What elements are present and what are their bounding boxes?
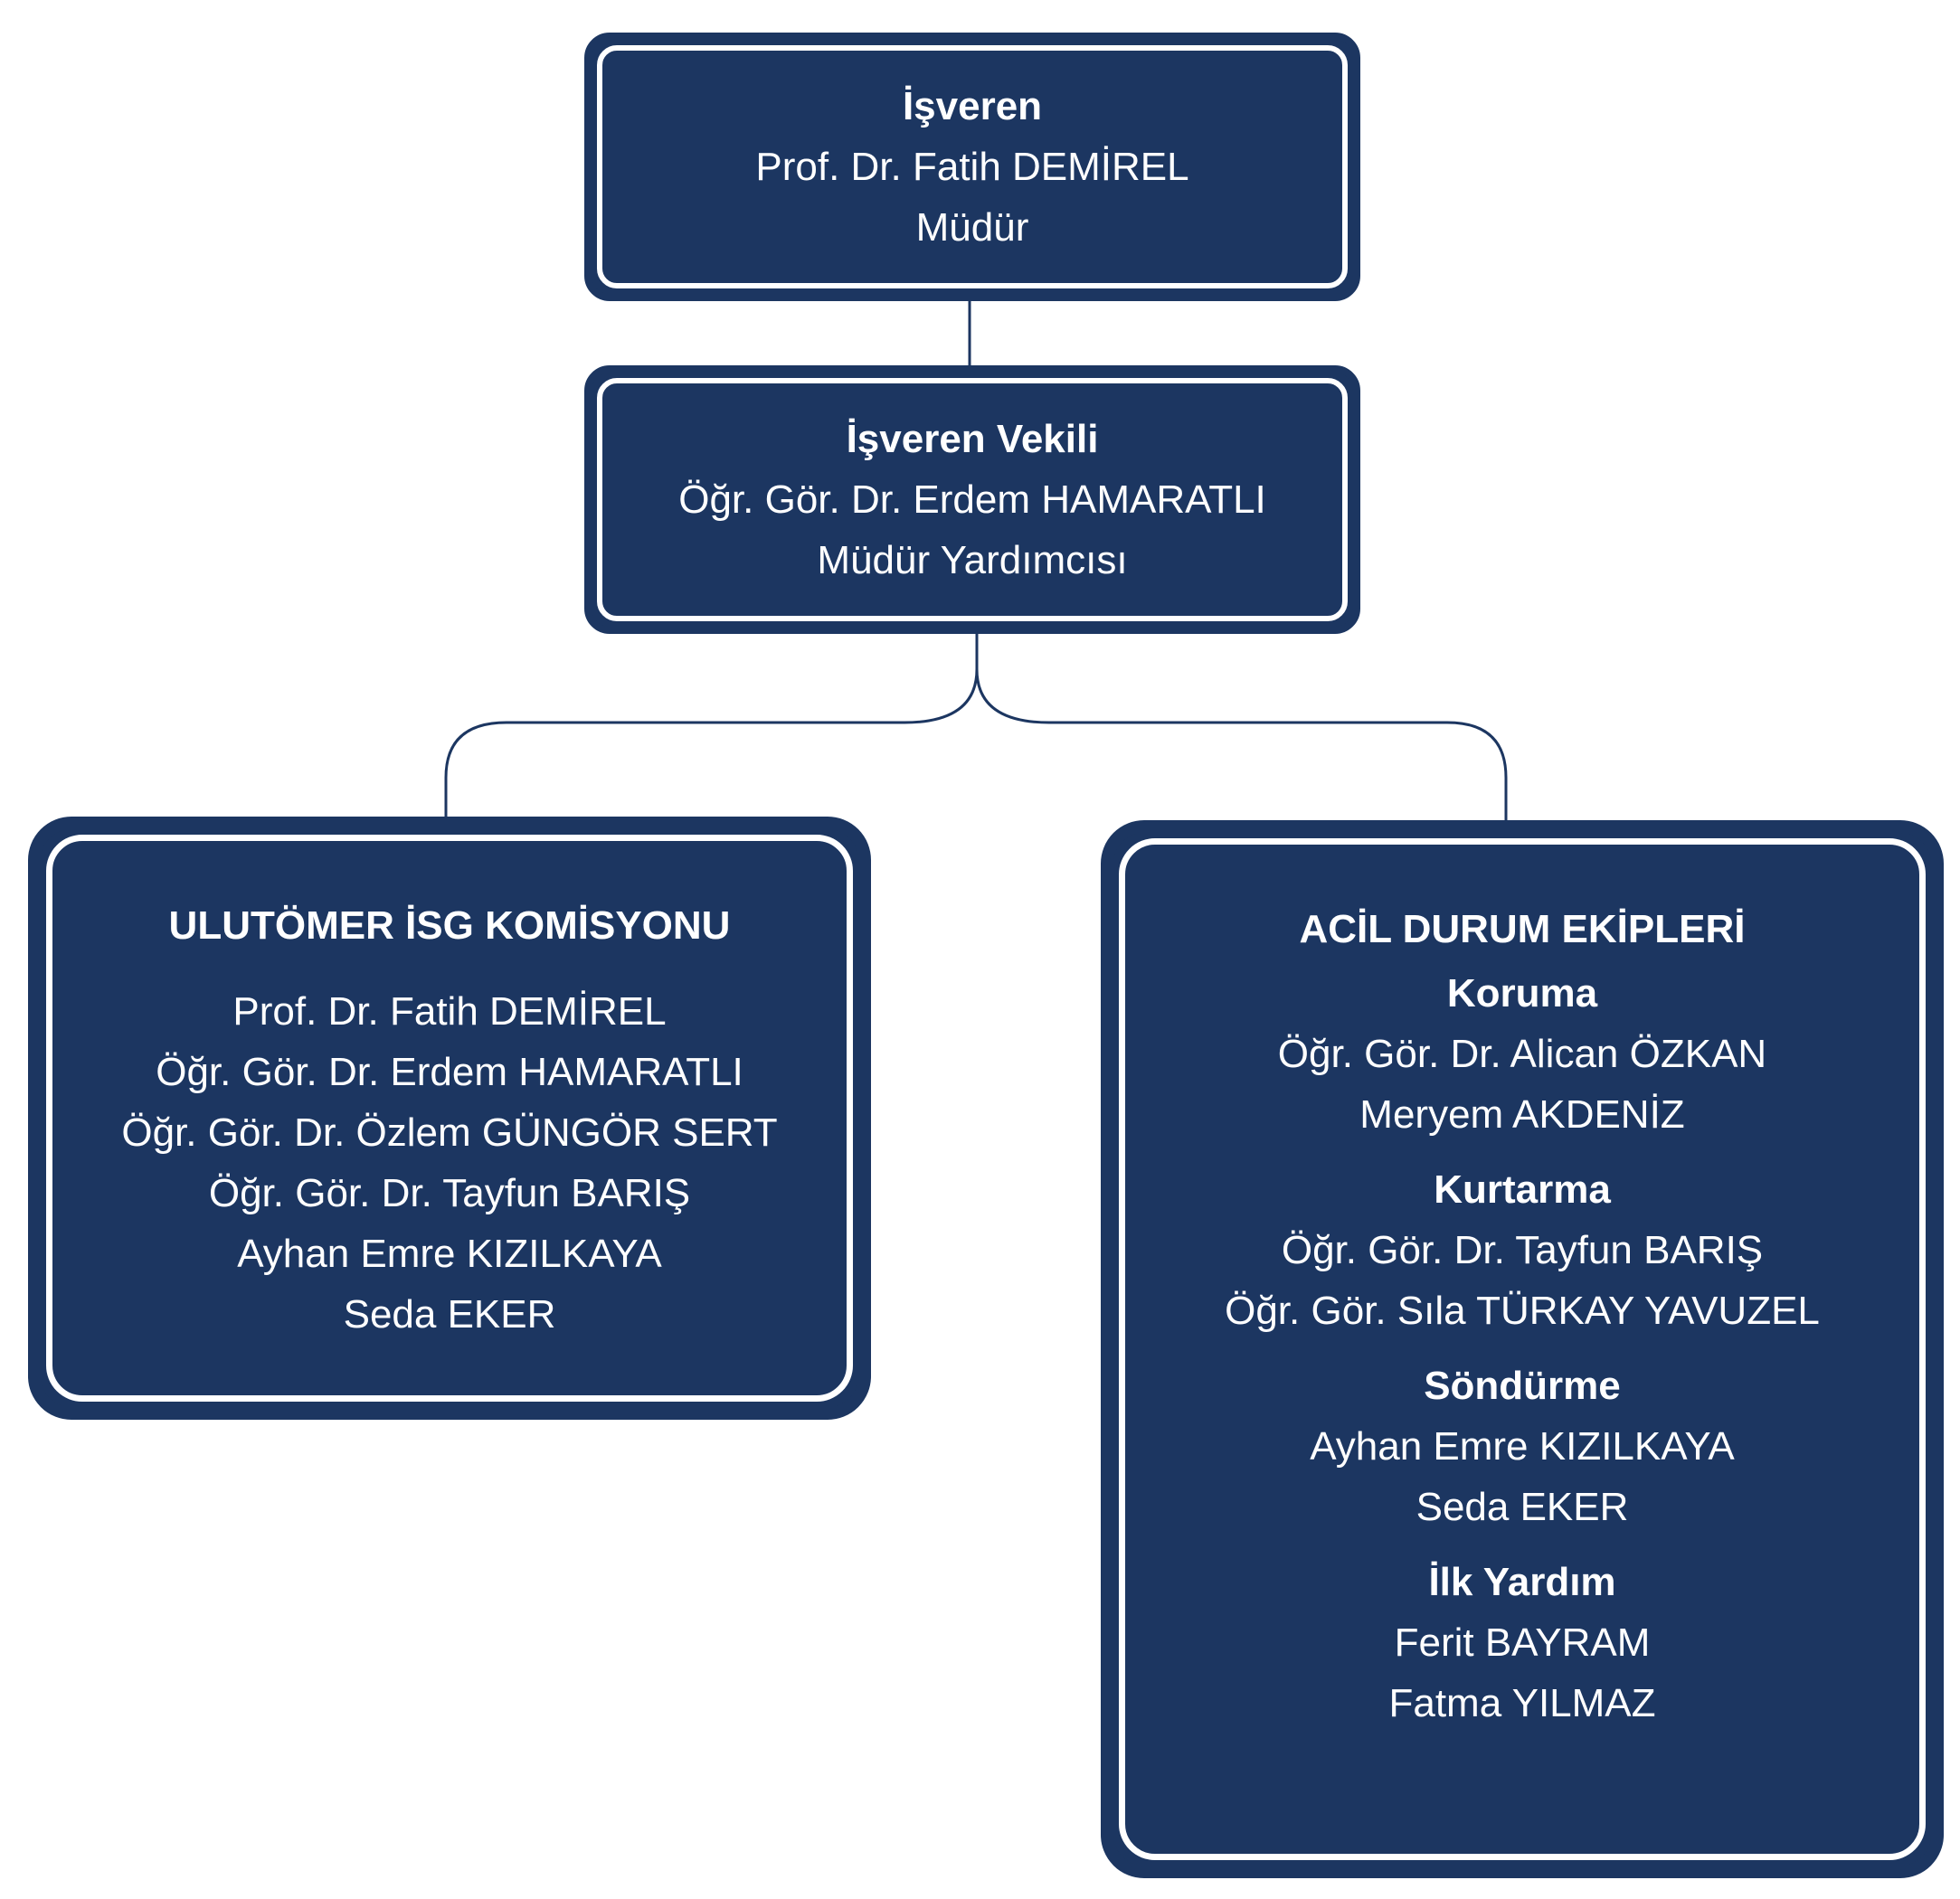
employer-name: Prof. Dr. Fatih DEMİREL [755,145,1189,189]
commission-member: Öğr. Gör. Dr. Erdem HAMARATLI [156,1050,743,1094]
team-member: Öğr. Gör. Dr. Tayfun BARIŞ [1281,1228,1764,1272]
deputy-role: Müdür Yardımcısı [817,538,1128,582]
deputy-box: İşveren Vekili Öğr. Gör. Dr. Erdem HAMAR… [584,365,1360,634]
team-sondurme-title: Söndürme [1424,1364,1621,1408]
employer-title: İşveren [902,84,1043,128]
team-member: Ayhan Emre KIZILKAYA [1310,1424,1735,1469]
employer-box: İşveren Prof. Dr. Fatih DEMİREL Müdür [584,33,1360,301]
deputy-name: Öğr. Gör. Dr. Erdem HAMARATLI [678,477,1266,522]
team-kurtarma-title: Kurtarma [1434,1167,1611,1212]
team-member: Seda EKER [1416,1485,1629,1529]
employer-role: Müdür [915,205,1029,250]
team-member: Fatma YILMAZ [1388,1681,1656,1725]
connector-deputy-emergency [975,634,1508,820]
emergency-title: ACİL DURUM EKİPLERİ [1299,907,1746,951]
team-member: Öğr. Gör. Dr. Alican ÖZKAN [1277,1032,1767,1076]
commission-member: Öğr. Gör. Dr. Özlem GÜNGÖR SERT [121,1110,778,1155]
emergency-box: ACİL DURUM EKİPLERİ Koruma Öğr. Gör. Dr.… [1101,820,1944,1878]
deputy-title: İşveren Vekili [846,417,1099,461]
commission-box: ULUTÖMER İSG KOMİSYONU Prof. Dr. Fatih D… [28,817,871,1420]
connector-deputy-commission [444,634,979,817]
team-member: Meryem AKDENİZ [1359,1092,1685,1137]
commission-member: Seda EKER [343,1292,556,1337]
team-koruma-title: Koruma [1446,971,1598,1016]
commission-member: Öğr. Gör. Dr. Tayfun BARIŞ [208,1171,691,1215]
team-member: Ferit BAYRAM [1394,1620,1651,1665]
commission-member: Prof. Dr. Fatih DEMİREL [232,989,667,1034]
team-ilk-yardim-title: İlk Yardım [1428,1560,1616,1604]
team-member: Öğr. Gör. Sıla TÜRKAY YAVUZEL [1225,1289,1820,1333]
commission-member: Ayhan Emre KIZILKAYA [237,1232,662,1276]
commission-title: ULUTÖMER İSG KOMİSYONU [168,903,731,948]
